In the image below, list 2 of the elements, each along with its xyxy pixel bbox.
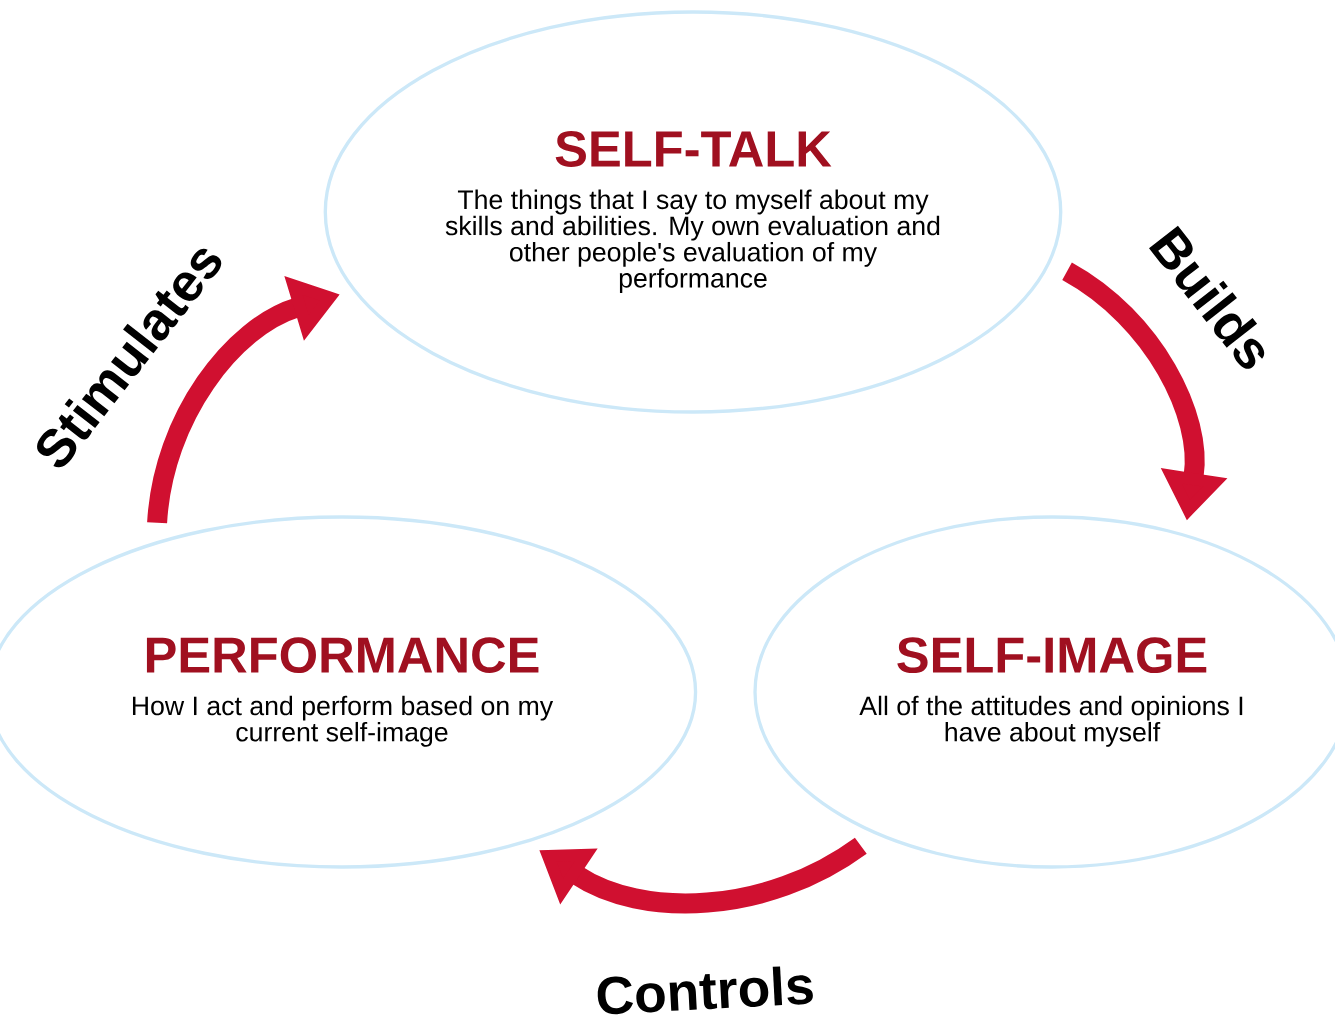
ellipse-node: SELF-TALK The things that I say to myself about my skills and abilities. My own evaluation and other people's evaluation of my performance <box>323 10 1063 414</box>
edge-label: Controls <box>597 966 813 1015</box>
